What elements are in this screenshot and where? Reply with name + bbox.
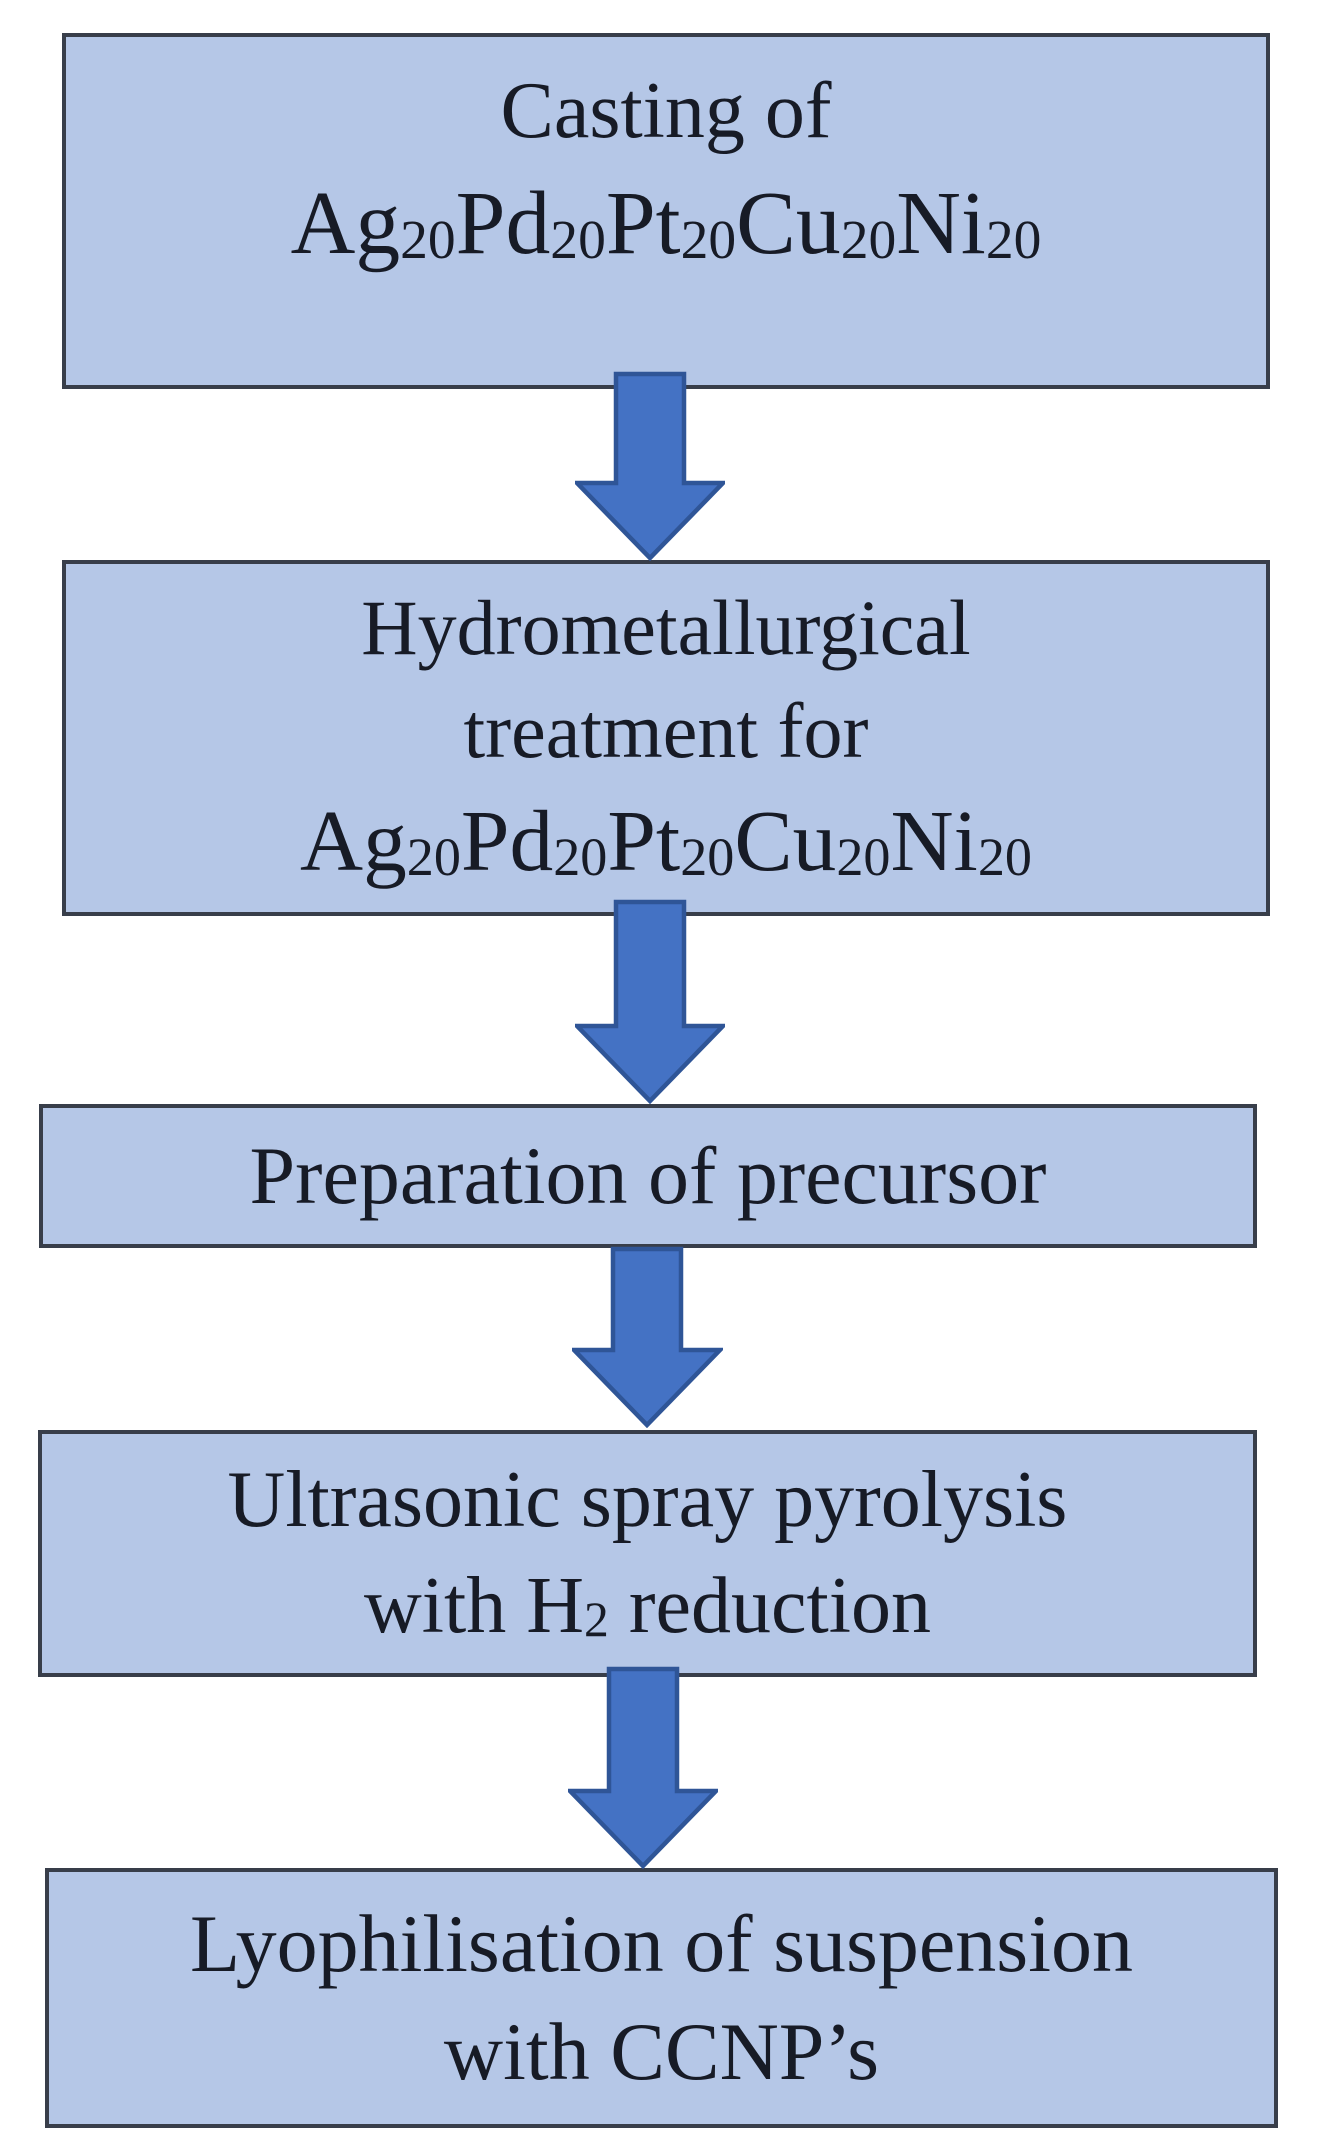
subscript-text: 20 [550,208,606,271]
subscript-text: 20 [680,827,735,888]
down-arrow-icon [572,1246,723,1428]
subscript-text: 20 [680,208,737,271]
text-segment: with CCNP’s [443,2006,880,2097]
text-line: treatment for [300,680,1032,783]
text-segment: Pt [607,792,681,890]
down-arrow-icon [575,371,725,561]
text-segment: Pd [460,792,554,890]
flow-step-precursor-preparation: Preparation of precursor [39,1104,1257,1248]
text-segment: Pt [605,173,681,273]
subscript-text: 20 [977,827,1032,888]
text-segment: Ultrasonic spray pyrolysis [227,1455,1068,1544]
text-segment: Pd [455,173,551,273]
text-line: Lyophilisation of suspension [190,1890,1133,1998]
text-segment: Ag [299,792,407,890]
subscript-text: 2 [584,1591,609,1647]
text-segment: Preparation of precursor [249,1129,1047,1221]
down-arrow-icon [568,1666,718,1869]
text-segment: Cu [736,173,841,273]
text-line: Casting of [291,59,1042,165]
text-segment: reduction [608,1561,931,1650]
flow-step-ultrasonic-spray-pyrolysis-label: Ultrasonic spray pyrolysis with H2 reduct… [228,1448,1068,1659]
flow-step-ultrasonic-spray-pyrolysis: Ultrasonic spray pyrolysis with H2 reduct… [38,1430,1257,1677]
text-line: Ultrasonic spray pyrolysis [228,1448,1068,1554]
subscript-text: 20 [406,827,461,888]
text-segment: Cu [734,792,837,890]
subscript-text: 20 [400,208,456,271]
text-segment: with H [364,1561,585,1650]
subscript-text: 20 [985,208,1042,271]
subscript-text: 20 [840,208,897,271]
text-segment: Ni [890,792,978,890]
text-segment: Hydrometallurgical [361,584,971,672]
text-line: with H2 reduction [228,1554,1068,1660]
text-line: Ag20Pd20Pt20Cu20Ni20 [300,783,1032,898]
text-segment: Ni [896,173,986,273]
text-segment: Ag [290,173,401,273]
text-line: Hydrometallurgical [300,577,1032,680]
flow-step-lyophilisation: Lyophilisation of suspension with CCNP’s [45,1868,1278,2128]
subscript-text: 20 [553,827,608,888]
text-segment: Lyophilisation of suspension [190,1897,1133,1989]
text-line: Preparation of precursor [250,1122,1047,1230]
flow-step-precursor-preparation-label: Preparation of precursor [250,1122,1047,1230]
text-line: Ag20Pd20Pt20Cu20Ni20 [291,165,1042,283]
subscript-text: 20 [836,827,891,888]
text-segment: treatment for [463,687,869,775]
text-line: with CCNP’s [190,1998,1133,2106]
down-arrow-icon [575,899,725,1104]
flow-step-lyophilisation-label: Lyophilisation of suspension with CCNP’s [190,1890,1133,2106]
text-segment: Casting of [500,67,832,155]
